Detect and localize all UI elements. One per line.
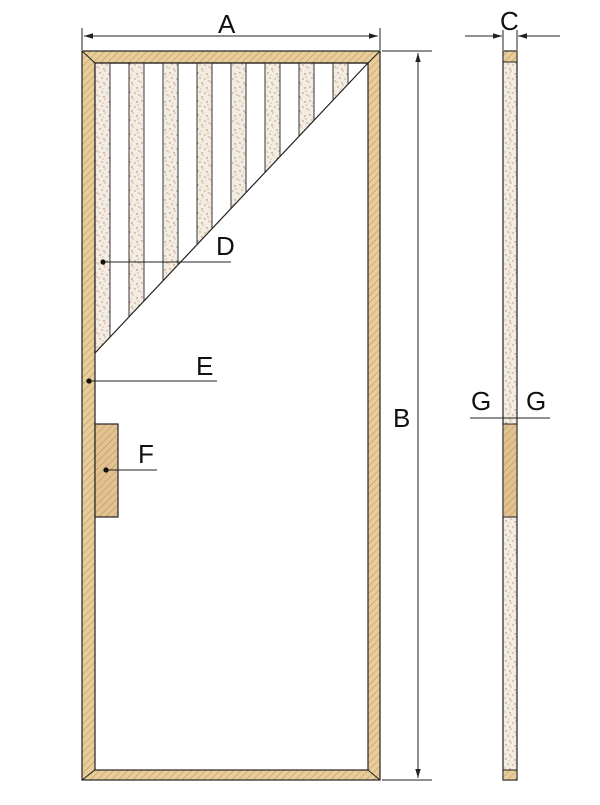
core-strip-0 xyxy=(95,63,111,353)
side-bottom-rail xyxy=(502,769,518,781)
label-a: A xyxy=(218,9,236,39)
label-e: E xyxy=(196,351,213,381)
cutaway-outline xyxy=(94,62,370,355)
label-d: D xyxy=(216,231,235,261)
dimension-a: A xyxy=(81,9,381,50)
core-strip-1 xyxy=(128,63,145,353)
leader-d xyxy=(100,259,231,265)
side-lock-block xyxy=(502,423,518,518)
label-b: B xyxy=(393,403,410,433)
label-g-right: G xyxy=(526,386,546,416)
door-front-view: D E F xyxy=(81,50,381,781)
door-side-section xyxy=(502,50,518,781)
leader-e xyxy=(86,378,217,384)
section-marker-g: G G xyxy=(470,386,550,419)
label-g-left: G xyxy=(471,386,491,416)
leader-f xyxy=(103,467,157,473)
side-top-rail xyxy=(502,50,518,63)
dimension-c: C xyxy=(465,6,560,50)
label-c: C xyxy=(500,6,519,36)
dimension-b: B xyxy=(382,50,432,781)
label-f: F xyxy=(138,439,154,469)
